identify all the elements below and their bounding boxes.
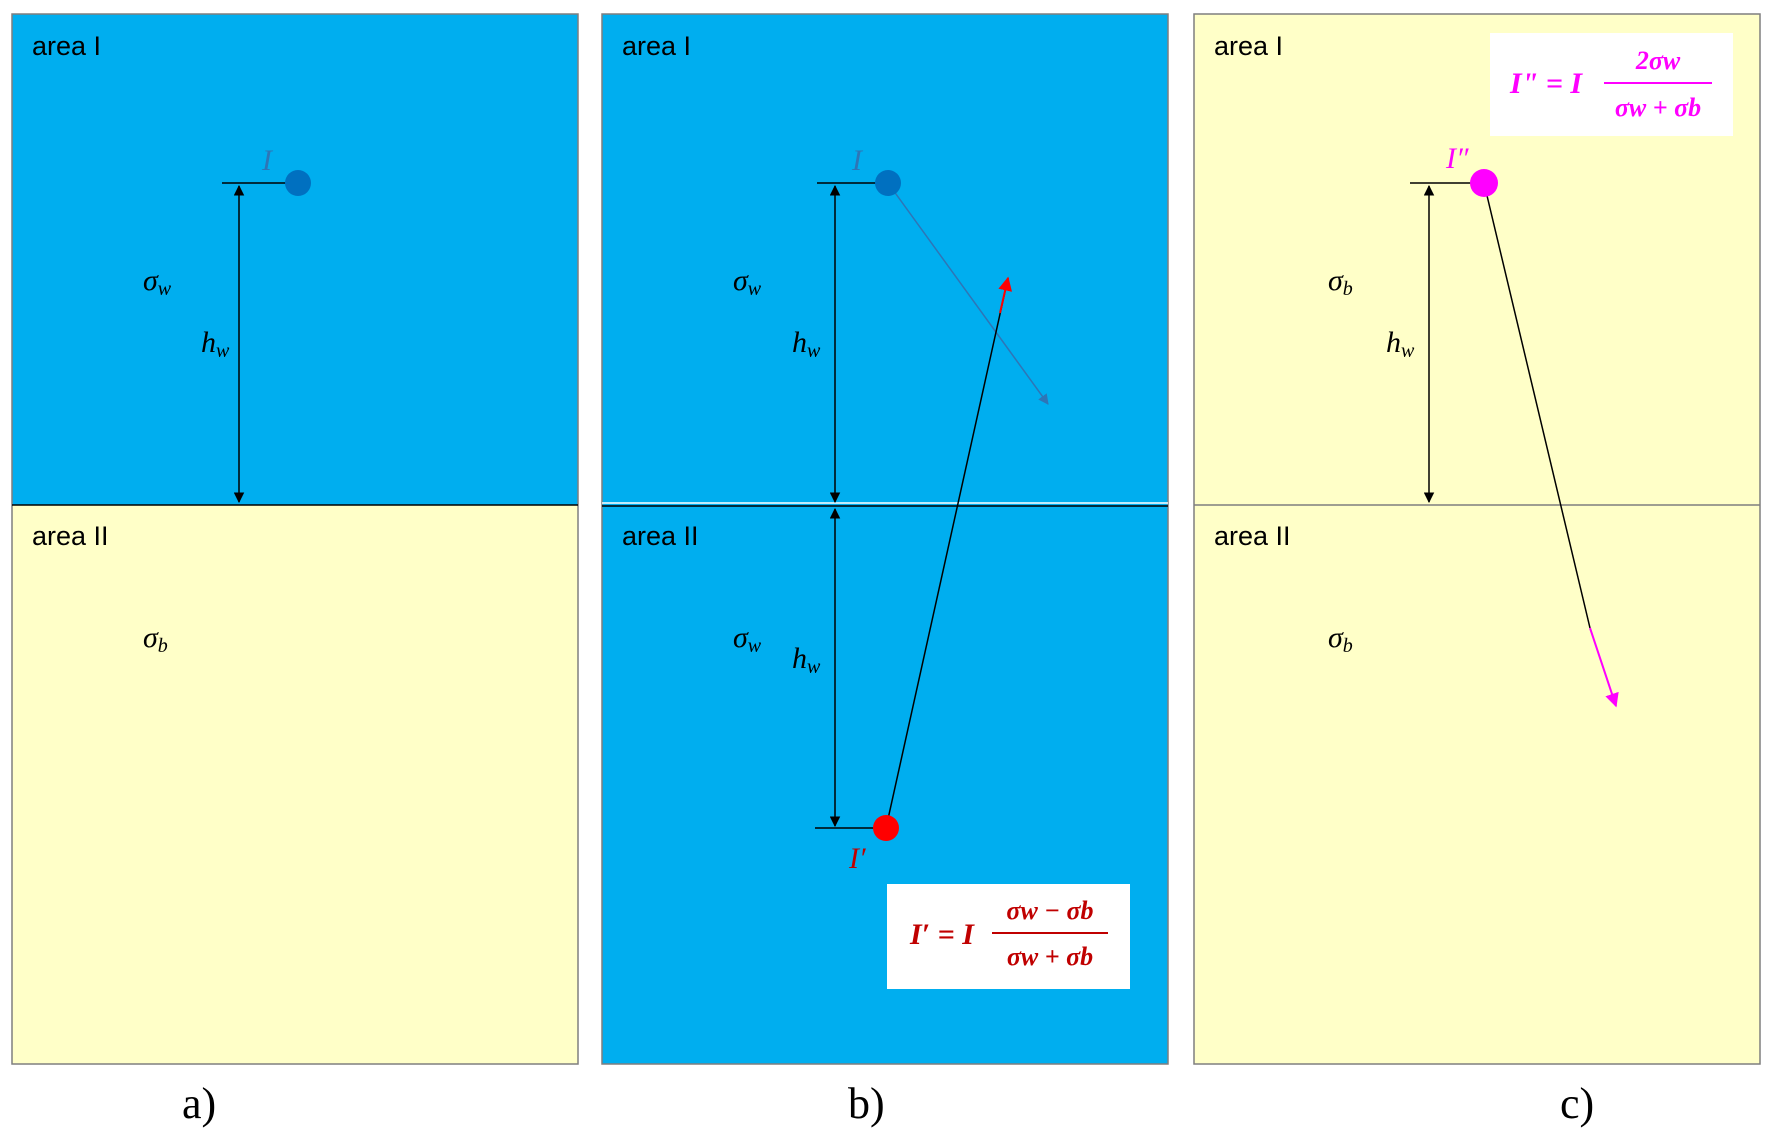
panel-c-sigma-area-1: σb bbox=[1328, 264, 1353, 300]
panel-b-sigma-area-1: σw bbox=[733, 264, 762, 300]
panel-a-area-1 bbox=[12, 14, 578, 505]
panel-c-equation-denominator: σw + σb bbox=[1615, 93, 1701, 122]
panel-a-source-point bbox=[285, 170, 311, 196]
panel-c: area I area II σb σb hw I″ I" = I 2σw σw… bbox=[1193, 13, 1761, 1065]
panel-b-sigma-area-2: σw bbox=[733, 621, 762, 657]
panel-b-area-1-label: area I bbox=[622, 31, 691, 61]
panel-a-area-1-label: area I bbox=[32, 31, 101, 61]
caption-a: a) bbox=[182, 1079, 216, 1128]
panel-b-source-point bbox=[875, 170, 901, 196]
panel-a: area I area II σw σb hw I bbox=[11, 13, 579, 1065]
panel-c-equation-lhs: I" = I bbox=[1509, 67, 1583, 100]
panel-a-sigma-area-1: σw bbox=[143, 264, 172, 300]
panel-b-image-point bbox=[873, 815, 899, 841]
panel-b-depth-label-lower: hw bbox=[792, 642, 821, 678]
panel-c-area-1-label: area I bbox=[1214, 31, 1283, 61]
panel-b-border bbox=[601, 13, 1169, 1065]
panel-c-border bbox=[1193, 13, 1761, 1065]
caption-b: b) bbox=[848, 1079, 885, 1128]
panel-b-source-label: I bbox=[851, 144, 864, 177]
panel-b: area I area II σw σw hw hw I I′ I′ = I σ… bbox=[601, 13, 1169, 1065]
panel-c-image-label: I″ bbox=[1445, 142, 1469, 175]
panel-b-equation-box: I′ = I σw − σb σw + σb bbox=[887, 884, 1130, 989]
panel-b-equation-lhs: I′ = I bbox=[909, 918, 975, 951]
panel-a-border bbox=[11, 13, 579, 1065]
panel-c-ray bbox=[1483, 182, 1591, 629]
panel-b-equation-numerator: σw − σb bbox=[1006, 896, 1093, 925]
panel-b-reflected-ray bbox=[887, 182, 1049, 405]
panel-b-image-ray-tip bbox=[998, 276, 1013, 314]
panel-a-area-2 bbox=[12, 505, 578, 1064]
panel-c-ray-tip bbox=[1589, 627, 1619, 708]
panel-b-depth-label-upper: hw bbox=[792, 326, 821, 362]
panel-b-area-2-label: area II bbox=[622, 521, 699, 551]
panel-b-area-1 bbox=[602, 14, 1168, 505]
panel-a-area-2-label: area II bbox=[32, 521, 109, 551]
panel-c-sigma-area-2: σb bbox=[1328, 621, 1353, 657]
panel-c-image-point bbox=[1470, 169, 1498, 197]
panel-c-equation-box: I" = I 2σw σw + σb bbox=[1490, 33, 1733, 136]
panel-a-source-label: I bbox=[261, 144, 274, 177]
panel-c-depth-label: hw bbox=[1386, 326, 1415, 362]
panel-b-image-label: I′ bbox=[848, 842, 866, 875]
panel-c-equation-numerator: 2σw bbox=[1635, 46, 1681, 75]
panel-c-area-2-label: area II bbox=[1214, 521, 1291, 551]
panel-b-image-ray bbox=[885, 277, 1009, 829]
panel-a-sigma-area-2: σb bbox=[143, 621, 168, 657]
panel-b-equation-background bbox=[887, 884, 1130, 989]
panel-c-equation-background bbox=[1490, 33, 1733, 136]
caption-c: c) bbox=[1560, 1079, 1594, 1128]
panel-c-area-2 bbox=[1194, 505, 1760, 1064]
panel-a-depth-label: hw bbox=[201, 326, 230, 362]
panel-b-equation-denominator: σw + σb bbox=[1007, 942, 1093, 971]
